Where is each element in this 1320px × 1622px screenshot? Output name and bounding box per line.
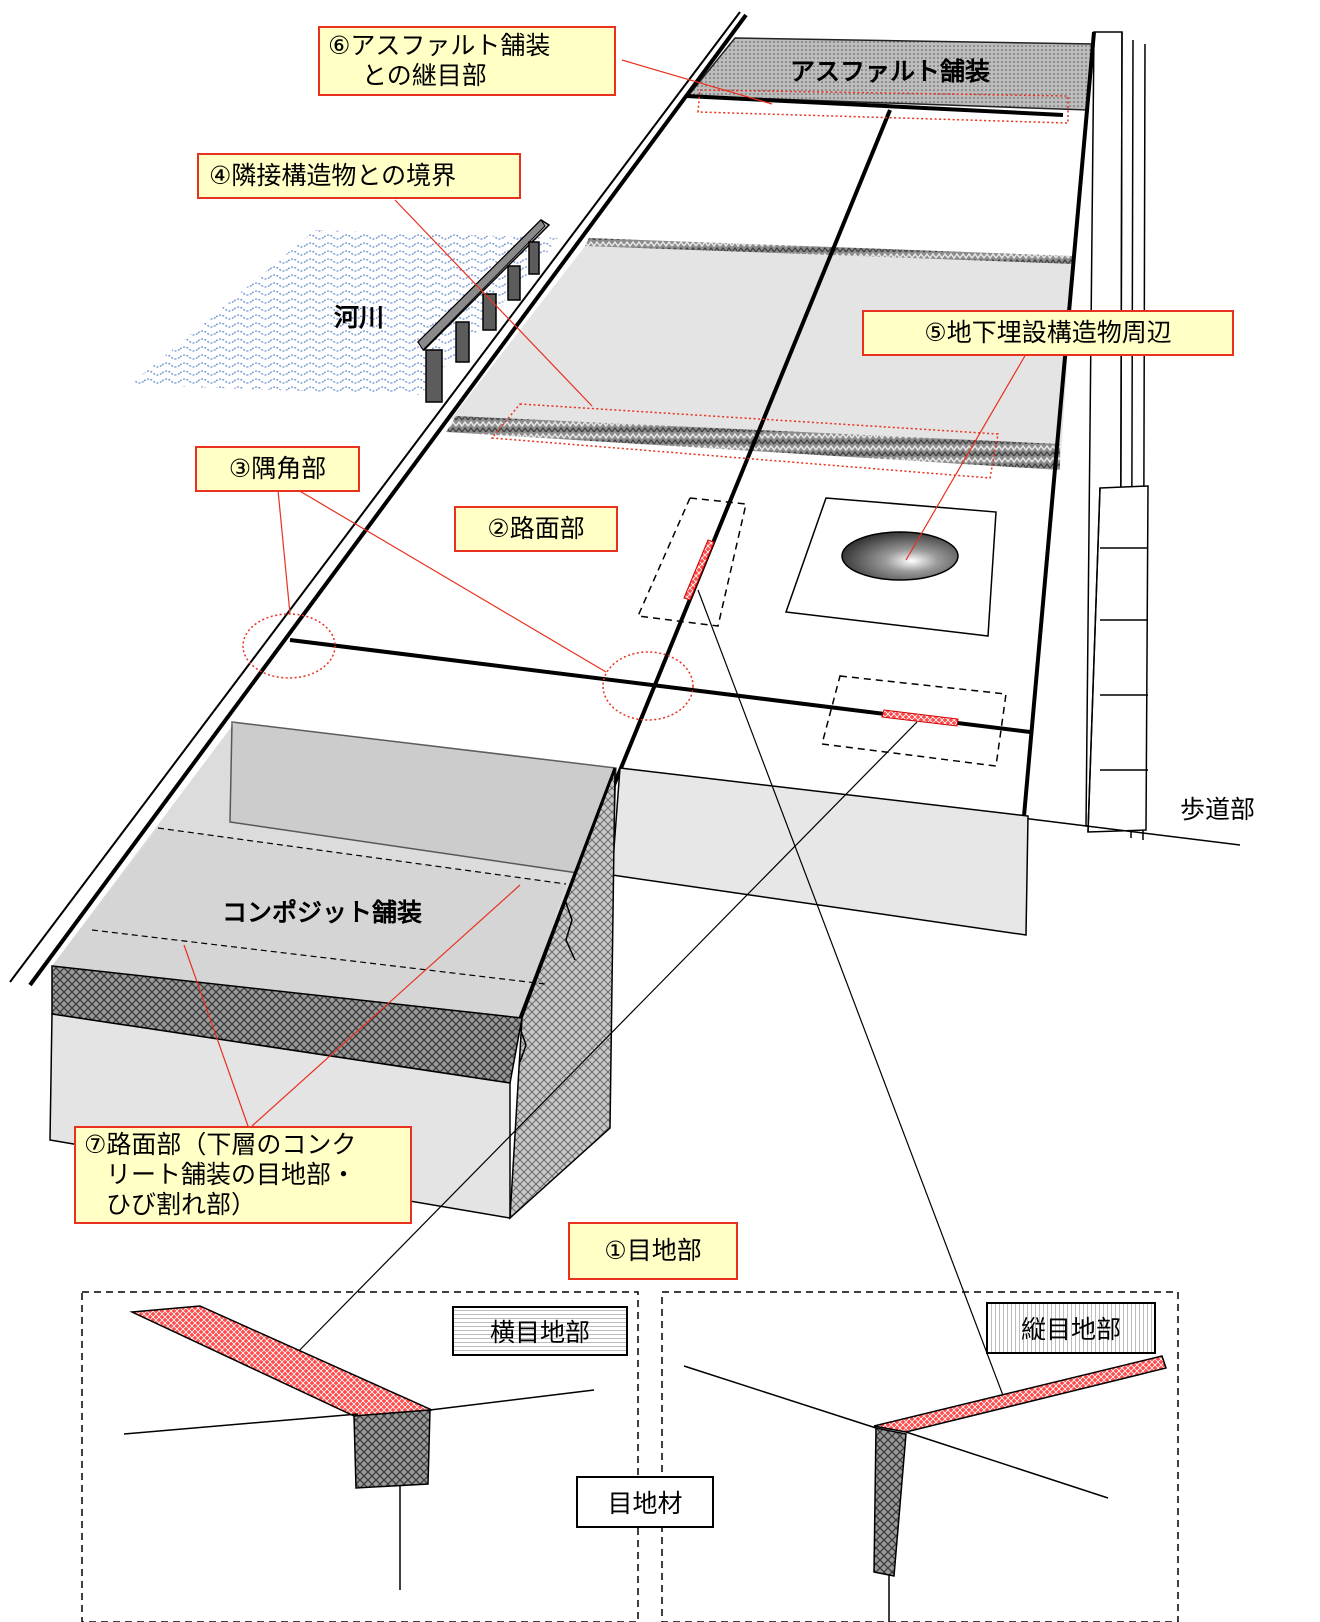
tag-joint-material: 目地材 — [576, 1476, 714, 1528]
callout-lower-layer-line1: ⑦路面部（下層のコンク — [84, 1130, 357, 1159]
callout-lower-layer-line3: ひび割れ部） — [106, 1190, 257, 1219]
callout-asphalt-joint-line1: ⑥アスファルト舗装 — [328, 31, 551, 60]
inspect-box-transverse — [821, 675, 1007, 767]
road-left-edge-inner — [28, 13, 748, 987]
callout-corner-text: ③隅角部 — [228, 454, 327, 483]
road-slab-grey — [451, 241, 1074, 468]
callout-asphalt-joint-line2: との継目部 — [362, 61, 487, 90]
river-area — [130, 230, 560, 395]
label-asphalt-pavement: アスファルト舗装 — [790, 57, 991, 86]
callout-road-surface-text: ②路面部 — [487, 514, 585, 543]
label-river: 河川 — [334, 303, 385, 332]
tag-longitudinal-joint-text: 縦目地部 — [1020, 1315, 1121, 1344]
manhole-cover — [841, 531, 959, 581]
panel-longitudinal — [661, 1291, 1179, 1622]
tag-transverse-joint: 横目地部 — [452, 1306, 628, 1356]
tag-transverse-joint-text: 横目地部 — [489, 1318, 590, 1347]
callout-structure-boundary: ④隣接構造物との境界 — [197, 153, 521, 199]
label-sidewalk: 歩道部 — [1180, 795, 1256, 824]
callout-joint-section: ①目地部 — [568, 1222, 738, 1280]
callout-buried-structure: ⑤地下埋設構造物周辺 — [862, 310, 1234, 356]
transverse-joint-material — [353, 1409, 431, 1489]
highlight-corner-center — [602, 651, 694, 721]
panel-transverse — [81, 1291, 639, 1622]
label-composite-pavement: コンポジット舗装 — [222, 898, 423, 927]
boundary-band-upper — [585, 238, 1074, 264]
tag-joint-material-text: 目地材 — [607, 1489, 683, 1518]
callout-corner: ③隅角部 — [195, 446, 360, 492]
callout-asphalt-joint: ⑥アスファルト舗装 との継目部 — [318, 26, 616, 96]
longitudinal-joint-material — [873, 1427, 907, 1577]
callout-joint-section-text: ①目地部 — [604, 1236, 702, 1265]
callout-structure-boundary-text: ④隣接構造物との境界 — [209, 161, 457, 190]
callout-buried-structure-text: ⑤地下埋設構造物周辺 — [924, 318, 1172, 347]
callout-lower-layer-line2: リート舗装の目地部・ — [106, 1160, 357, 1189]
joint-asphalt — [685, 94, 1064, 117]
highlight-structure-boundary — [490, 403, 999, 479]
highlight-corner-left — [242, 613, 336, 679]
callout-road-surface: ②路面部 — [454, 506, 618, 552]
road-left-edge-outer — [9, 11, 741, 983]
composite-top-face — [52, 828, 566, 1018]
callout-lower-layer: ⑦路面部（下層のコンク リート舗装の目地部・ ひび割れ部） — [74, 1126, 412, 1224]
tag-longitudinal-joint: 縦目地部 — [986, 1302, 1156, 1354]
inspect-box-longitudinal — [636, 497, 747, 627]
